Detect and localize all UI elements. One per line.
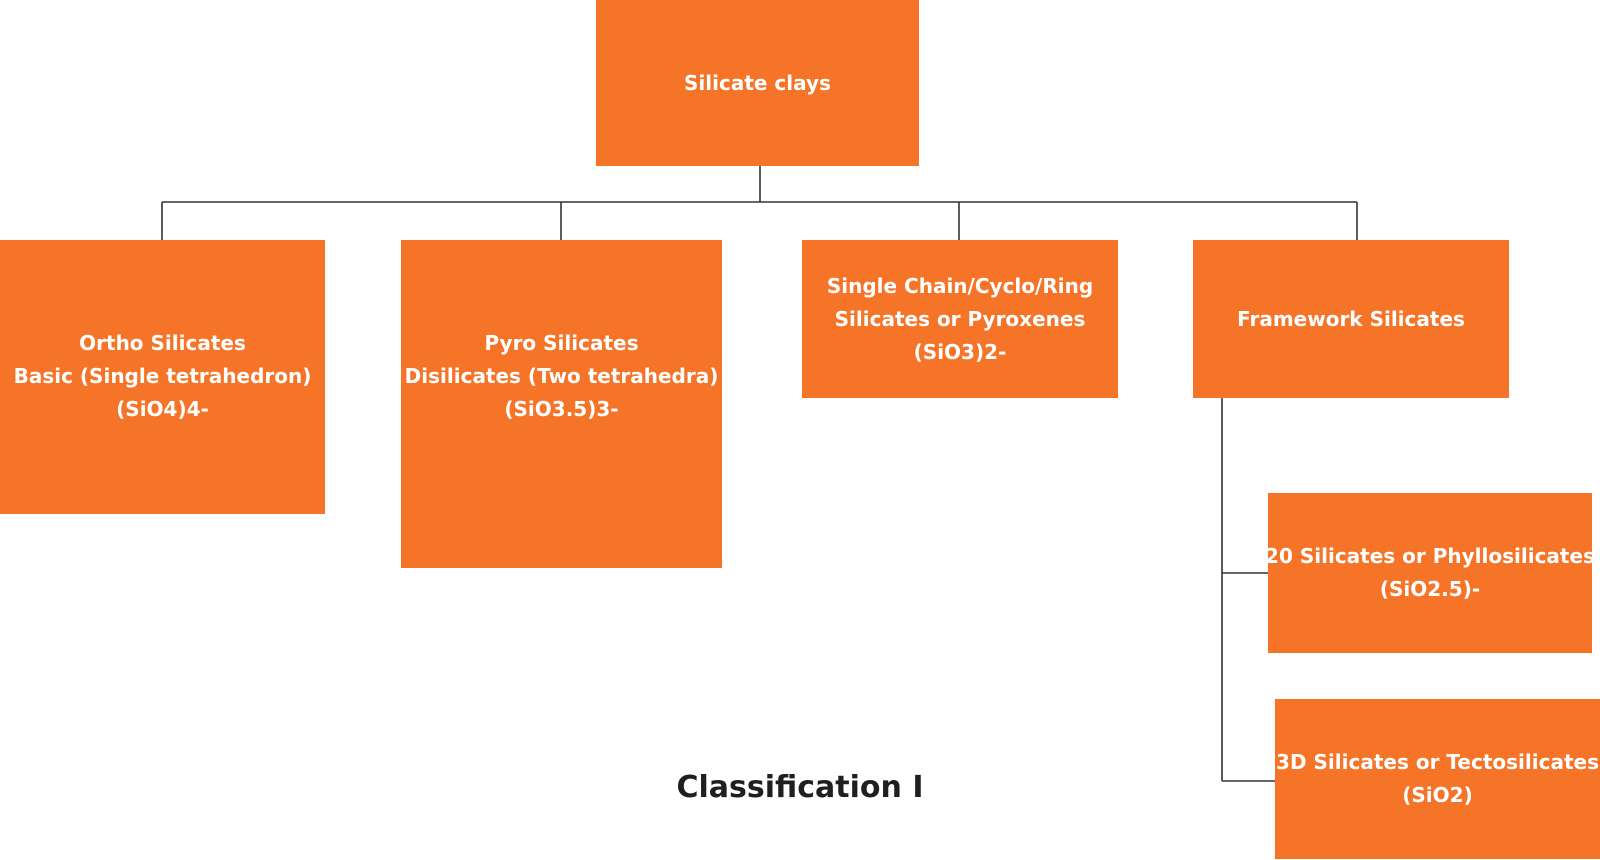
node-pyro-silicates: Pyro Silicates Disilicates (Two tetrahed… xyxy=(401,240,722,568)
node-silicate-clays: Silicate clays xyxy=(596,0,919,166)
node-ortho-silicates: Ortho Silicates Basic (Single tetrahedro… xyxy=(0,240,325,514)
node-single-chain-silicates: Single Chain/Cyclo/Ring Silicates or Pyr… xyxy=(802,240,1118,398)
node-framework-silicates: Framework Silicates xyxy=(1193,240,1509,398)
node-label-line-2: (SiO2.5)- xyxy=(1379,577,1481,601)
diagram-caption: Classification I xyxy=(0,770,1600,805)
node-phyllosilicates: 20 Silicates or Phyllosilicates (SiO2.5)… xyxy=(1265,493,1595,653)
node-label-line-1: 20 Silicates or Phyllosilicates xyxy=(1265,544,1595,568)
node-label-line-1: Pyro Silicates xyxy=(484,331,639,355)
node-label-line-2: Basic (Single tetrahedron) xyxy=(13,364,312,388)
node-label-line-1: Framework Silicates xyxy=(1237,306,1465,331)
node-label-line-2: (SiO2) xyxy=(1402,783,1473,807)
caption-text: Classification I xyxy=(676,770,924,805)
node-label-line-2: Silicates or Pyroxenes xyxy=(834,306,1086,331)
node-label-line-1: Single Chain/Cyclo/Ring xyxy=(826,273,1094,298)
node-tectosilicates: 3D Silicates or Tectosilicates (SiO2) xyxy=(1275,699,1600,859)
node-label-line-1: Ortho Silicates xyxy=(79,331,246,355)
node-label-line-3: (SiO3.5)3- xyxy=(504,397,619,421)
node-label-line-1: 3D Silicates or Tectosilicates xyxy=(1276,750,1599,774)
node-label-line-3: (SiO4)4- xyxy=(116,397,209,421)
node-label-line-2: Disilicates (Two tetrahedra) xyxy=(404,364,719,388)
node-label: Silicate clays xyxy=(684,70,831,95)
node-label-line-3: (SiO3)2- xyxy=(913,339,1007,364)
